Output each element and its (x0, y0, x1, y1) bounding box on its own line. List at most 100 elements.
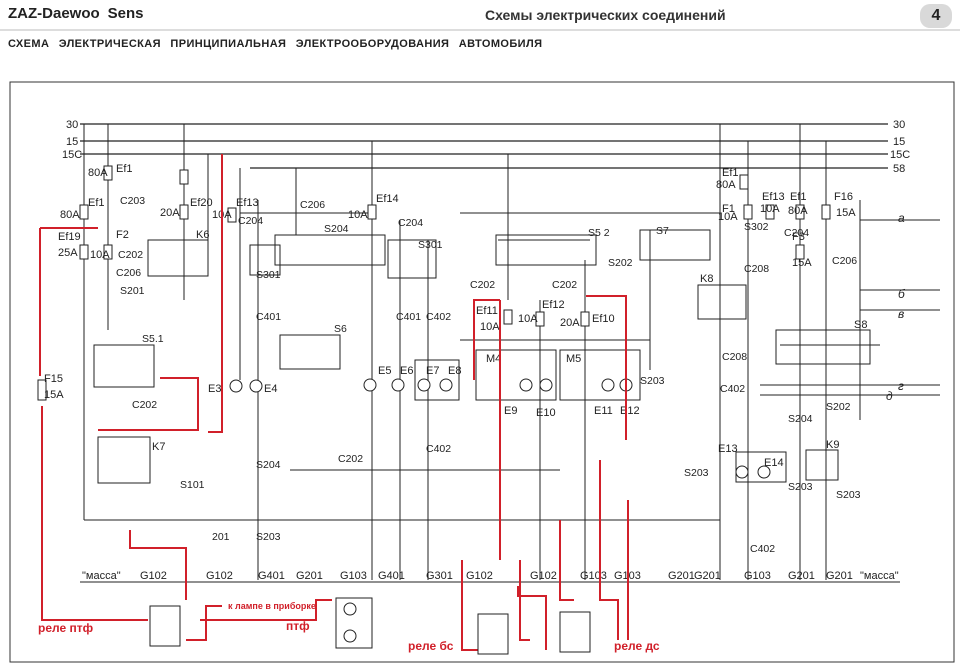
connector-c206-c: C206 (832, 255, 857, 267)
lamp-e14-label: E14 (764, 457, 784, 469)
connector-s204-c: S204 (788, 413, 813, 425)
connector-c204-b: C204 (398, 217, 423, 229)
signal-label-g: г (898, 379, 904, 393)
signal-label-a: а (898, 211, 905, 225)
motor-m4-label: M4 (486, 353, 501, 365)
signal-label-d: д (886, 389, 893, 403)
fuse-label-f16: F16 (834, 191, 853, 203)
lamp-e11-label: E11 (594, 405, 613, 417)
switch-s301-left-box (249, 244, 281, 276)
connector-s302: S302 (744, 221, 769, 233)
connector-s202-a: S202 (608, 257, 633, 269)
relay-k6-box (147, 239, 209, 277)
ground-label-g201-c: G201 (694, 570, 721, 582)
motor-m4-box (475, 349, 557, 401)
connector-s5-2: S5 2 (588, 227, 610, 239)
lamp-e13-symbol (735, 465, 749, 479)
lamp-e13-e14-box (735, 451, 787, 483)
ground-label-g102-b: G102 (206, 570, 233, 582)
fuse-label-ef14: Ef14 (376, 193, 399, 205)
fuse-rating-ef14: 10A (348, 209, 368, 221)
annotation-ptf: птф (286, 619, 310, 633)
fuse-ef14 (367, 204, 377, 220)
switch-s301-box (387, 239, 437, 279)
connector-s301-b: S301 (256, 269, 281, 281)
fuse-label-ef1-e: Ef1 (790, 191, 807, 203)
switch-s204-box (274, 234, 386, 266)
fuse-rating-ef13-b: 10A (760, 203, 780, 215)
fog-lamp-pair-box (335, 597, 373, 649)
ground-label-g401-b: G401 (378, 570, 405, 582)
fuse-symbols (37, 165, 831, 401)
annotation-to-lamp: к лампе в приборке (228, 601, 316, 611)
connector-201: 201 (212, 531, 230, 543)
lamp-e8-symbol (439, 378, 453, 392)
ground-label-g401-a: G401 (258, 570, 285, 582)
fuse-rating-f1: 10A (718, 211, 738, 223)
fuse-ef1-c (179, 169, 189, 185)
fuse-ef20 (179, 204, 189, 220)
connector-c204-c: C204 (784, 227, 809, 239)
lamp-e6-label: E6 (400, 365, 413, 377)
connector-s101: S101 (180, 479, 205, 491)
ground-label-g201-e: G201 (826, 570, 853, 582)
annotation-relay-bs: реле бс (408, 639, 454, 653)
annotation-relay-ptf: реле птф (38, 621, 94, 635)
fuse-rating-ef12: 10A (518, 313, 538, 325)
connector-s204-b: S204 (256, 459, 281, 471)
fuse-rating-f3: 15A (792, 257, 812, 269)
lamp-e7-symbol (417, 378, 431, 392)
connector-c401-a: C401 (256, 311, 281, 323)
connector-s203-b: S203 (684, 467, 709, 479)
lamp-e7-label: E7 (426, 365, 439, 377)
lamp-e11-symbol (601, 378, 615, 392)
fuse-label-ef12: Ef12 (542, 299, 565, 311)
lamp-e9-symbol (519, 378, 533, 392)
ground-label-g102-d: G102 (530, 570, 557, 582)
fuse-label-ef13-a: Ef13 (236, 197, 259, 209)
connector-s203-c: S203 (256, 531, 281, 543)
relay-bs-symbol (477, 613, 509, 655)
connector-c206-a: C206 (116, 267, 141, 279)
lamp-e4-symbol (249, 379, 263, 393)
switch-s5-1-box (93, 344, 155, 388)
lamp-e5-symbol (363, 378, 377, 392)
ground-label-g201-d: G201 (788, 570, 815, 582)
relay-k7-box (97, 436, 151, 484)
fog-lamp-lower-symbol (343, 629, 357, 643)
fuse-rating-ef19: 25A (58, 247, 78, 259)
fuse-rating-ef11: 10A (480, 321, 500, 333)
fuse-label-ef1-d: Ef1 (722, 167, 739, 179)
section-title: Схемы электрических соединений (485, 7, 726, 23)
horizontal-wires (80, 212, 940, 583)
fuse-f15 (37, 379, 47, 401)
model-name: Sens (107, 5, 144, 22)
switch-s8-box (775, 329, 871, 365)
ground-label-massa-right: "масса" (860, 570, 899, 582)
lamp-symbols (229, 378, 771, 643)
fuse-ef12 (535, 311, 545, 327)
relay-k6-label: K6 (196, 229, 209, 241)
lamp-e3-symbol (229, 379, 243, 393)
fuse-rating-ef1-e: 80A (788, 205, 808, 217)
signal-label-b: б (898, 287, 906, 301)
fuse-f1 (743, 204, 753, 220)
ground-label-g201-b: G201 (668, 570, 695, 582)
fuse-ef13-a (227, 207, 237, 223)
fuse-f16 (821, 204, 831, 220)
fuse-rating-f2: 10A (90, 249, 110, 261)
diagram-subtitle: СХЕМА ЭЛЕКТРИЧЕСКАЯ ПРИНЦИПИАЛЬНАЯ ЭЛЕКТ… (8, 38, 543, 50)
fuse-rating-ef1-a: 80A (88, 167, 108, 179)
ground-label-g301: G301 (426, 570, 453, 582)
ground-label-g103-b: G103 (580, 570, 607, 582)
fuse-ef13-b (765, 204, 775, 220)
connector-s5-1: S5.1 (142, 333, 164, 345)
lamp-e10-label: E10 (536, 407, 556, 419)
fuse-label-ef20: Ef20 (190, 197, 213, 209)
fuse-rating-f15: 15A (44, 389, 64, 401)
fuse-ef11 (503, 309, 513, 325)
relay-k8-label: K8 (700, 273, 713, 285)
connector-c202-a: C202 (118, 249, 143, 261)
fuse-f2 (103, 244, 113, 260)
fuse-label-f2: F2 (116, 229, 129, 241)
